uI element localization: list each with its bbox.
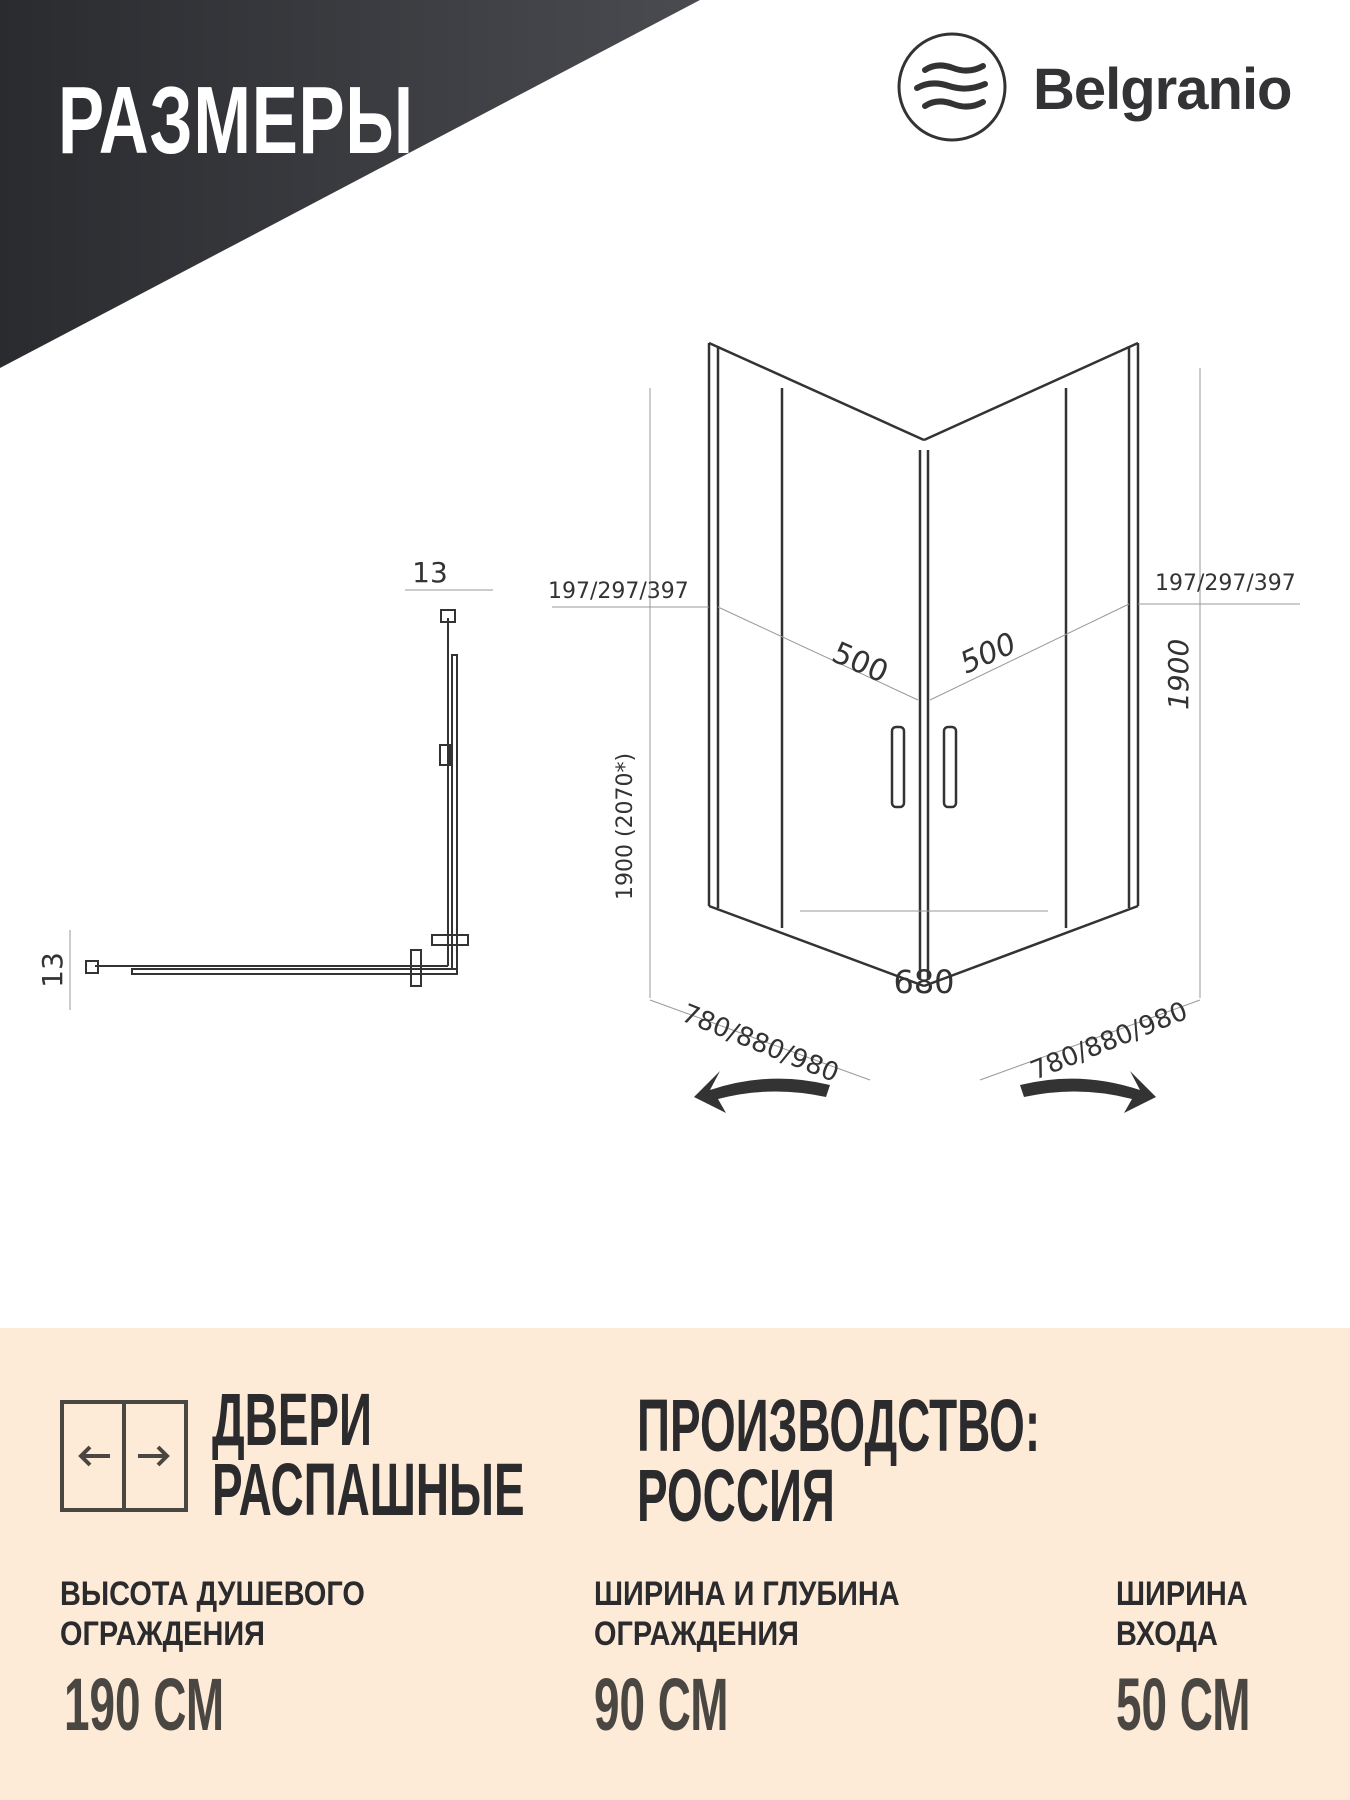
spec-height-value: 190 СМ — [64, 1663, 225, 1746]
spec-entry-value: 50 СМ — [1116, 1663, 1251, 1746]
info-panel: ДВЕРИ РАСПАШНЫЕ ПРОИЗВОДСТВО: РОССИЯ ВЫС… — [0, 1328, 1350, 1800]
swing-doors-icon — [60, 1400, 188, 1512]
height-right-dim: 1900 — [1162, 639, 1195, 710]
origin-line2: РОССИЯ — [637, 1454, 835, 1537]
shower-enclosure-view — [707, 341, 1140, 988]
side-left-dim: 780/880/980 — [677, 999, 843, 1089]
spec-height-label-2: ОГРАЖДЕНИЯ — [60, 1615, 265, 1653]
side-right-dim: 780/880/980 — [1026, 996, 1192, 1086]
door-swing-arrow-icon — [694, 1071, 1156, 1113]
origin-line1: ПРОИЗВОДСТВО: — [637, 1384, 1041, 1467]
door-type-line2: РАСПАШНЫЕ — [212, 1448, 525, 1531]
page-title: РАЗМЕРЫ — [58, 67, 414, 174]
spec-width-value: 90 СМ — [594, 1663, 729, 1746]
spec-entry-label-2: ВХОДА — [1116, 1615, 1218, 1653]
brand-logo-icon — [897, 32, 1007, 142]
fixed-panel-right-dim: 197/297/397 — [1155, 571, 1296, 596]
door-right-dim: 500 — [955, 626, 1022, 681]
spec-height-label: ВЫСОТА ДУШЕВОГО — [60, 1575, 365, 1613]
spec-entry-label: ШИРИНА — [1116, 1575, 1248, 1613]
plan-dim-left: 13 — [36, 952, 69, 988]
height-left-dim: 1900 (2070*) — [613, 753, 638, 900]
door-type-line1: ДВЕРИ — [212, 1378, 372, 1461]
fixed-panel-left-dim: 197/297/397 — [548, 579, 689, 604]
header-banner — [0, 0, 700, 368]
spec-width-label-2: ОГРАЖДЕНИЯ — [594, 1615, 799, 1653]
spec-width-label: ШИРИНА И ГЛУБИНА — [594, 1575, 900, 1613]
plan-dim-top: 13 — [412, 556, 448, 589]
brand-name: Belgranio — [1033, 57, 1292, 122]
dimension-drawing: 13 13 197/297/397 197/297/397 500 500 19… — [36, 341, 1300, 1113]
door-left-dim: 500 — [827, 635, 894, 690]
entry-dim: 680 — [893, 963, 954, 1001]
plan-view — [69, 589, 493, 1010]
